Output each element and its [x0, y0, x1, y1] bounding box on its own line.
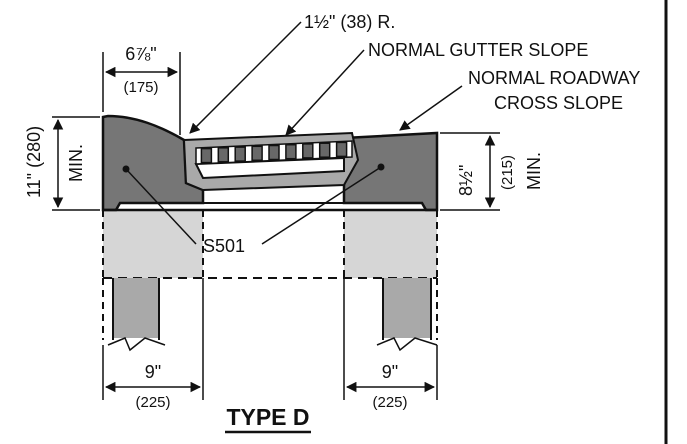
dim-right-height: 8½" (215) MIN.	[440, 132, 544, 211]
dim-top-width: 6⅞" (175)	[102, 44, 181, 135]
rebar-callout: S501	[125, 166, 382, 256]
left-bottom-width-label: 9"	[145, 362, 161, 382]
radius-label: 1½" (38) R.	[304, 12, 395, 32]
left-bottom-width-metric-label: (225)	[135, 394, 170, 411]
leader-radius: 1½" (38) R.	[189, 12, 395, 134]
right-height-min-label: MIN.	[524, 152, 544, 190]
roadway-slope-label-1: NORMAL ROADWAY	[468, 68, 640, 88]
grate-bar	[335, 141, 348, 158]
left-footing	[102, 278, 166, 352]
grate-bar	[217, 147, 230, 163]
grate-bar	[251, 145, 263, 162]
right-height-metric-label: (215)	[499, 155, 516, 190]
right-bottom-width-label: 9"	[382, 362, 398, 382]
right-footing	[376, 278, 438, 352]
left-curb	[101, 114, 205, 212]
right-curb	[342, 131, 439, 212]
grate-bar	[318, 142, 331, 158]
dim-left-bottom: 9" (225)	[102, 278, 204, 411]
grate-bar	[285, 143, 297, 160]
title-label: TYPE D	[226, 404, 309, 430]
right-height-label: 8½"	[456, 165, 476, 196]
drawing-title: TYPE D	[225, 404, 311, 434]
top-width-metric-label: (175)	[123, 79, 158, 96]
base-slab	[102, 210, 438, 279]
right-bottom-width-metric-label: (225)	[372, 394, 407, 411]
dim-left-height: 11" (280) MIN.	[24, 116, 100, 211]
grate-assembly	[182, 131, 360, 192]
leader-gutter-slope: NORMAL GUTTER SLOPE	[285, 40, 588, 136]
rebar-label: S501	[203, 236, 245, 256]
dim-right-bottom: 9" (225)	[343, 278, 438, 411]
left-height-min-label: MIN.	[66, 144, 86, 182]
roadway-slope-label-2: CROSS SLOPE	[494, 93, 623, 113]
top-width-label: 6⅞"	[125, 44, 156, 64]
grate-bar	[200, 147, 213, 164]
grate-bar	[268, 144, 280, 161]
gutter-slope-label: NORMAL GUTTER SLOPE	[368, 40, 588, 60]
grate-bar	[302, 143, 314, 159]
leader-roadway-slope: NORMAL ROADWAY CROSS SLOPE	[399, 68, 640, 131]
grate-bar	[234, 146, 246, 162]
left-height-label: 11" (280)	[24, 126, 44, 198]
